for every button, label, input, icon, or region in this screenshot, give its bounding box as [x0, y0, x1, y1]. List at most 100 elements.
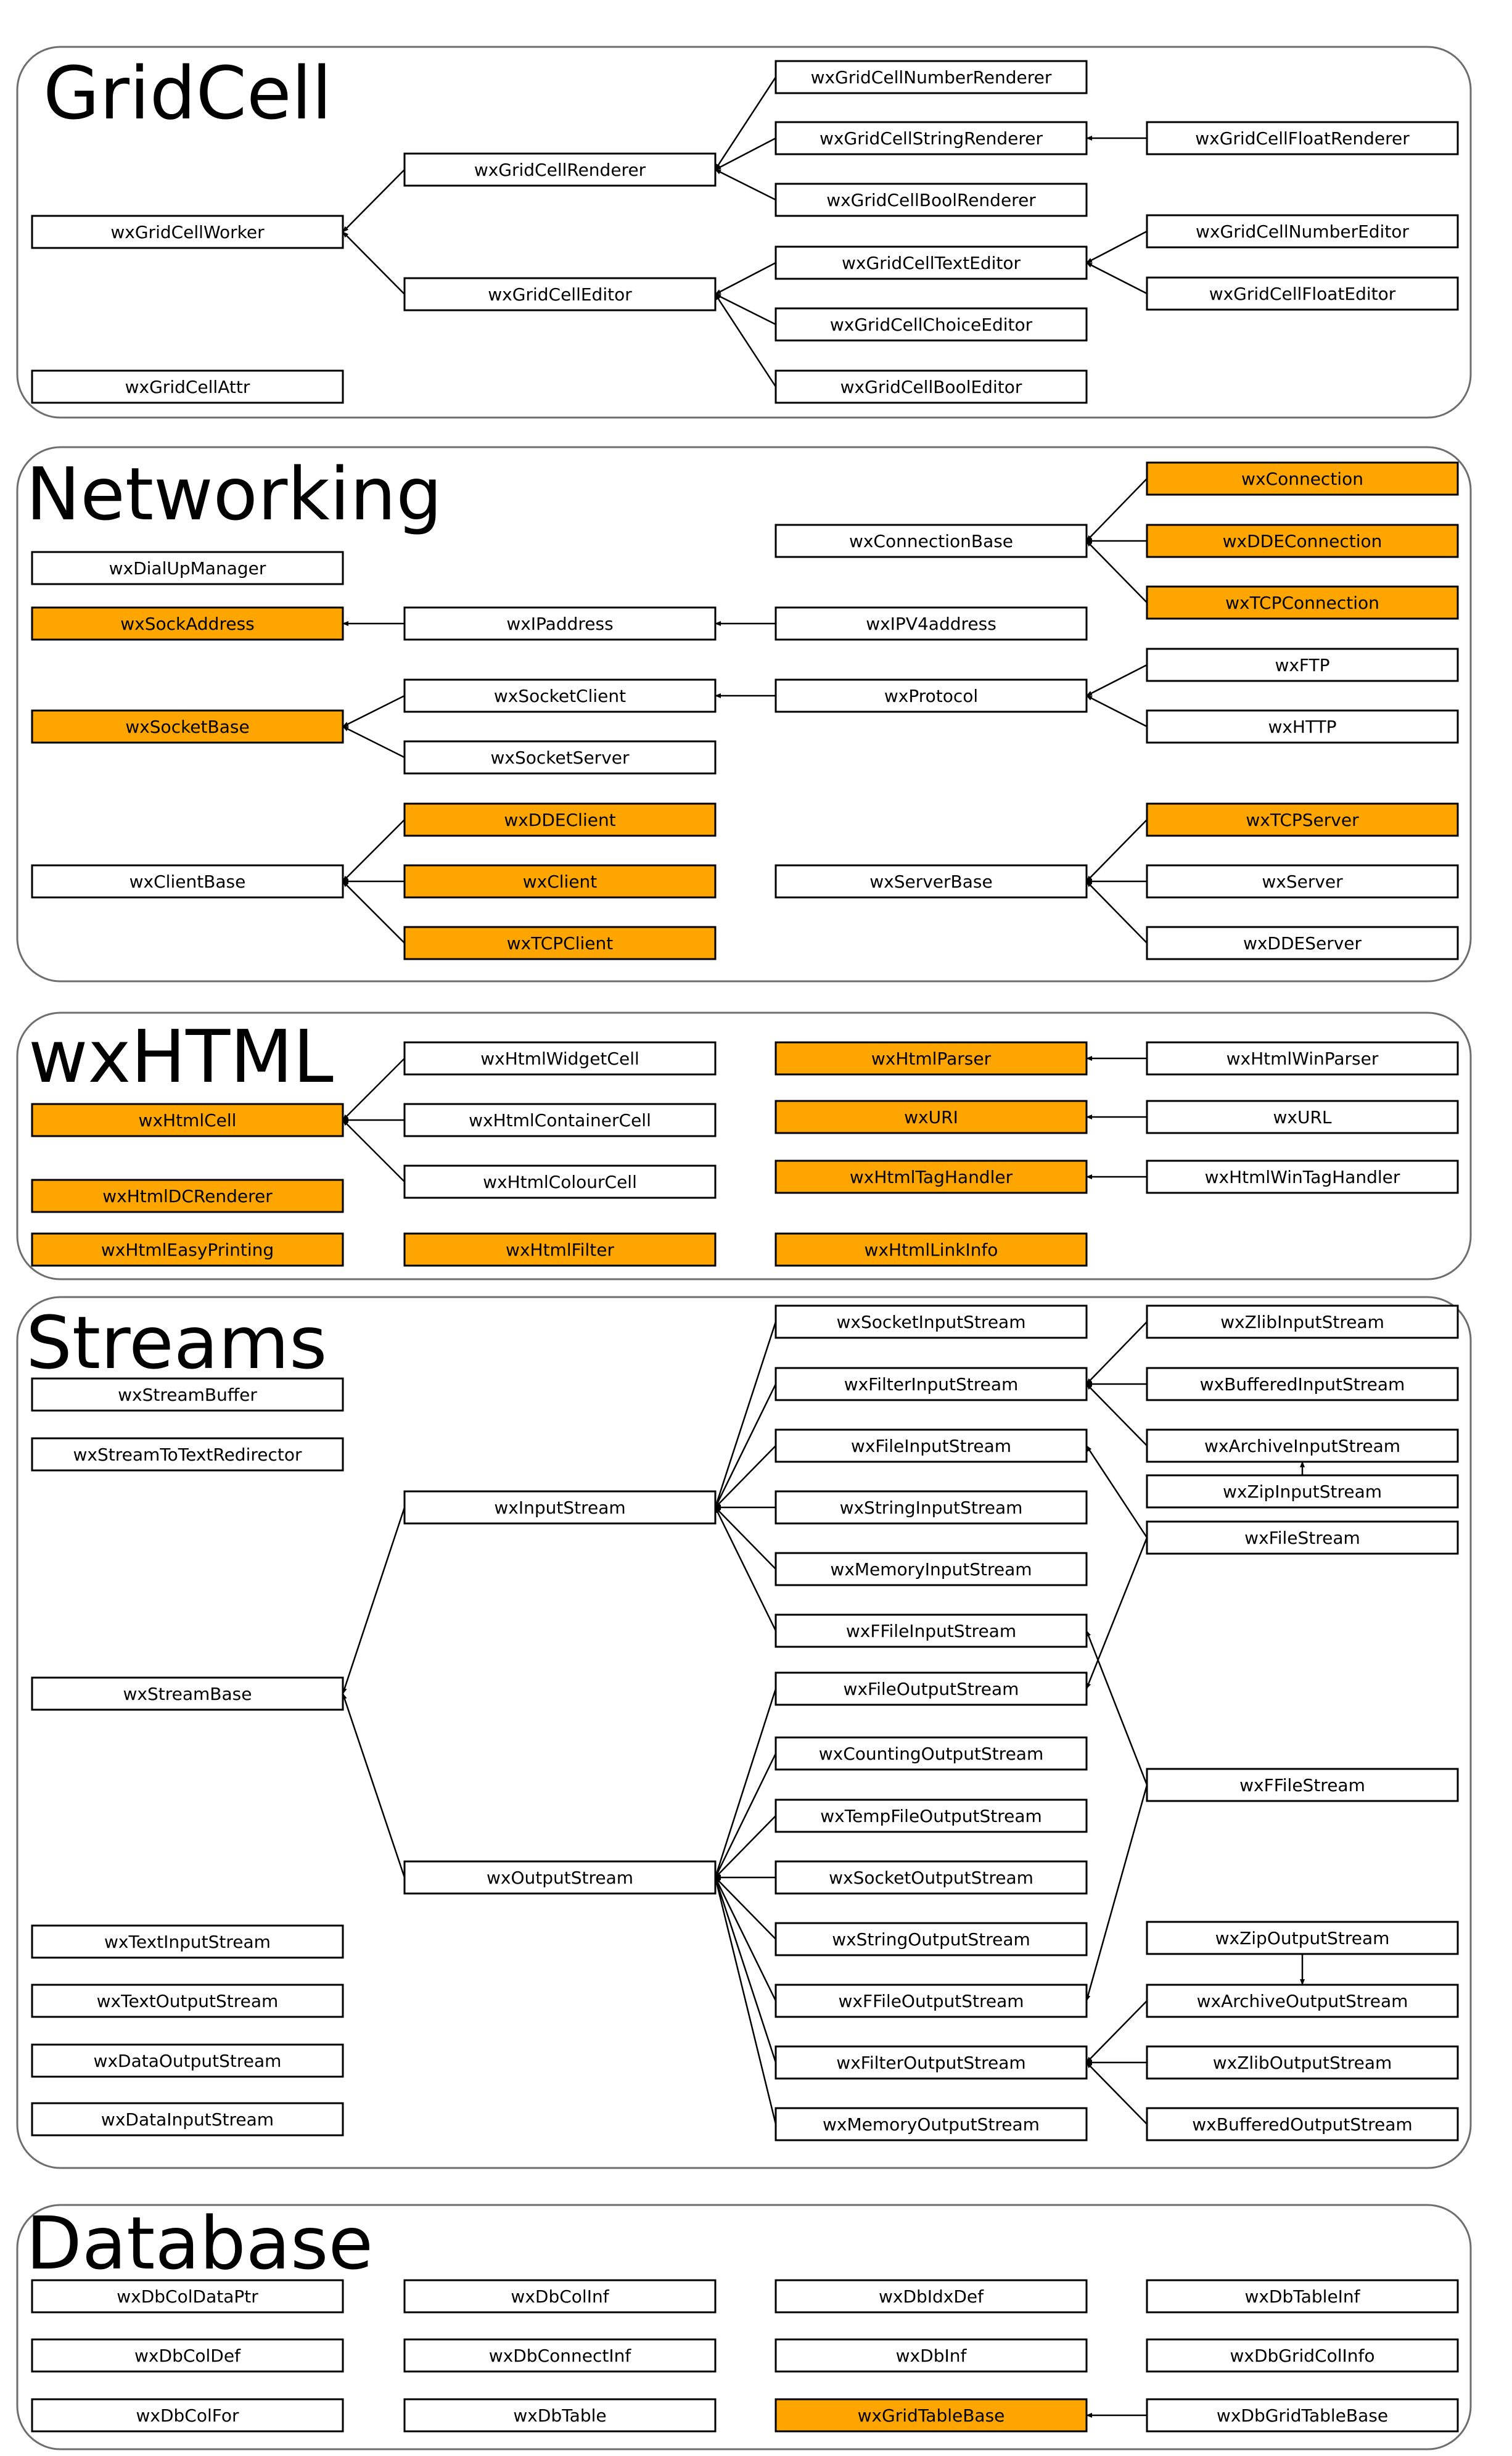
class-node-wx-f-file-input-stream[interactable]: wxFFileInputStream — [774, 1613, 1088, 1648]
class-node-wx-client[interactable]: wxClient — [403, 864, 717, 899]
class-node-wx-tcp-client[interactable]: wxTCPClient — [403, 926, 717, 960]
class-node-wx-uri[interactable]: wxURI — [774, 1100, 1088, 1134]
class-node-wx-filter-input-stream[interactable]: wxFilterInputStream — [774, 1367, 1088, 1401]
class-node-wx-db-col-def[interactable]: wxDbColDef — [31, 2338, 344, 2373]
class-node-wx-grid-cell-choice-editor[interactable]: wxGridCellChoiceEditor — [774, 307, 1088, 342]
class-node-wx-string-input-stream[interactable]: wxStringInputStream — [774, 1490, 1088, 1525]
class-node-wx-zip-input-stream[interactable]: wxZipInputStream — [1146, 1474, 1459, 1509]
class-node-wx-buffered-output-stream[interactable]: wxBufferedOutputStream — [1146, 2107, 1459, 2141]
class-node-wx-db-col-inf[interactable]: wxDbColInf — [403, 2279, 717, 2314]
class-node-wx-db-grid-col-info[interactable]: wxDbGridColInfo — [1146, 2338, 1459, 2373]
class-node-wx-ftp[interactable]: wxFTP — [1146, 648, 1459, 682]
class-node-box — [774, 60, 1088, 94]
class-node-wx-zlib-output-stream[interactable]: wxZlibOutputStream — [1146, 2045, 1459, 2080]
class-node-wx-text-input-stream[interactable]: wxTextInputStream — [31, 1924, 344, 1959]
class-node-wx-grid-cell-float-renderer[interactable]: wxGridCellFloatRenderer — [1146, 121, 1459, 155]
class-node-wx-socket-output-stream[interactable]: wxSocketOutputStream — [774, 1860, 1088, 1895]
section-title-networking: Networking — [26, 451, 442, 537]
class-node-wx-html-container-cell[interactable]: wxHtmlContainerCell — [403, 1103, 717, 1137]
class-node-wx-zlib-input-stream[interactable]: wxZlibInputStream — [1146, 1304, 1459, 1339]
class-node-wx-tcp-connection[interactable]: wxTCPConnection — [1146, 585, 1459, 620]
class-node-wx-server-base[interactable]: wxServerBase — [774, 864, 1088, 899]
class-node-wx-grid-cell-bool-editor[interactable]: wxGridCellBoolEditor — [774, 369, 1088, 404]
class-node-wx-memory-output-stream[interactable]: wxMemoryOutputStream — [774, 2107, 1088, 2141]
class-node-wx-server[interactable]: wxServer — [1146, 864, 1459, 899]
class-node-wx-html-parser[interactable]: wxHtmlParser — [774, 1041, 1088, 1076]
class-node-wx-counting-output-stream[interactable]: wxCountingOutputStream — [774, 1736, 1088, 1771]
class-node-wx-html-filter[interactable]: wxHtmlFilter — [403, 1232, 717, 1267]
class-node-box — [774, 606, 1088, 641]
class-node-wx-file-output-stream[interactable]: wxFileOutputStream — [774, 1671, 1088, 1706]
class-node-wx-dial-up-manager[interactable]: wxDialUpManager — [31, 551, 344, 585]
class-node-wx-stream-base[interactable]: wxStreamBase — [31, 1676, 344, 1711]
class-node-wx-dde-client[interactable]: wxDDEClient — [403, 802, 717, 837]
class-node-wx-ipv4address[interactable]: wxIPV4address — [774, 606, 1088, 641]
class-node-wx-html-widget-cell[interactable]: wxHtmlWidgetCell — [403, 1041, 717, 1076]
class-node-wx-html-win-parser[interactable]: wxHtmlWinParser — [1146, 1041, 1459, 1076]
class-node-wx-db-grid-table-base[interactable]: wxDbGridTableBase — [1146, 2398, 1459, 2433]
class-node-wx-file-stream[interactable]: wxFileStream — [1146, 1520, 1459, 1555]
class-node-wx-html-dc-renderer[interactable]: wxHtmlDCRenderer — [31, 1179, 344, 1213]
class-node-wx-buffered-input-stream[interactable]: wxBufferedInputStream — [1146, 1367, 1459, 1401]
class-node-wx-grid-cell-number-renderer[interactable]: wxGridCellNumberRenderer — [774, 60, 1088, 94]
class-node-wx-grid-table-base[interactable]: wxGridTableBase — [774, 2398, 1088, 2433]
class-node-wx-stream-to-text-redirector[interactable]: wxStreamToTextRedirector — [31, 1437, 344, 1472]
class-node-wx-grid-cell-attr[interactable]: wxGridCellAttr — [31, 369, 344, 404]
class-node-wx-temp-file-output-stream[interactable]: wxTempFileOutputStream — [774, 1799, 1088, 1833]
class-node-wx-connection[interactable]: wxConnection — [1146, 461, 1459, 496]
class-node-wx-input-stream[interactable]: wxInputStream — [403, 1490, 717, 1525]
section-panel-gridcell — [16, 46, 1472, 419]
edge-wx-grid-cell-text-editor-to-wx-grid-cell-editor — [715, 262, 776, 295]
class-node-wx-output-stream[interactable]: wxOutputStream — [403, 1860, 717, 1895]
class-node-wx-data-input-stream[interactable]: wxDataInputStream — [31, 2102, 344, 2137]
class-node-wx-html-win-tag-handler[interactable]: wxHtmlWinTagHandler — [1146, 1160, 1459, 1194]
class-node-wx-archive-output-stream[interactable]: wxArchiveOutputStream — [1146, 1984, 1459, 2018]
class-node-wx-db-col-data-ptr[interactable]: wxDbColDataPtr — [31, 2279, 344, 2314]
class-node-wx-html-colour-cell[interactable]: wxHtmlColourCell — [403, 1164, 717, 1199]
class-node-wx-url[interactable]: wxURL — [1146, 1100, 1459, 1134]
class-node-wx-data-output-stream[interactable]: wxDataOutputStream — [31, 2043, 344, 2078]
class-node-wx-stream-buffer[interactable]: wxStreamBuffer — [31, 1377, 344, 1412]
class-node-wx-grid-cell-bool-renderer[interactable]: wxGridCellBoolRenderer — [774, 183, 1088, 217]
class-node-wx-html-easy-printing[interactable]: wxHtmlEasyPrinting — [31, 1232, 344, 1267]
class-node-box — [403, 1860, 717, 1895]
class-node-wx-dde-server[interactable]: wxDDEServer — [1146, 926, 1459, 960]
class-node-wx-protocol[interactable]: wxProtocol — [774, 678, 1088, 713]
class-node-wx-grid-cell-editor[interactable]: wxGridCellEditor — [403, 277, 717, 311]
class-node-wx-archive-input-stream[interactable]: wxArchiveInputStream — [1146, 1428, 1459, 1463]
class-node-wx-grid-cell-worker[interactable]: wxGridCellWorker — [31, 215, 344, 249]
class-node-wx-grid-cell-number-editor[interactable]: wxGridCellNumberEditor — [1146, 214, 1459, 249]
class-node-wx-socket-client[interactable]: wxSocketClient — [403, 678, 717, 713]
class-node-wx-grid-cell-string-renderer[interactable]: wxGridCellStringRenderer — [774, 121, 1088, 155]
class-node-wx-i-paddress[interactable]: wxIPaddress — [403, 606, 717, 641]
class-node-wx-grid-cell-renderer[interactable]: wxGridCellRenderer — [403, 152, 717, 187]
class-node-wx-client-base[interactable]: wxClientBase — [31, 864, 344, 899]
class-node-wx-http[interactable]: wxHTTP — [1146, 709, 1459, 744]
class-node-wx-string-output-stream[interactable]: wxStringOutputStream — [774, 1922, 1088, 1956]
class-node-wx-db-idx-def[interactable]: wxDbIdxDef — [774, 2279, 1088, 2314]
class-node-wx-text-output-stream[interactable]: wxTextOutputStream — [31, 1984, 344, 2018]
class-node-wx-socket-input-stream[interactable]: wxSocketInputStream — [774, 1304, 1088, 1339]
class-node-wx-connection-base[interactable]: wxConnectionBase — [774, 524, 1088, 558]
class-node-wx-filter-output-stream[interactable]: wxFilterOutputStream — [774, 2045, 1088, 2080]
class-node-wx-html-cell[interactable]: wxHtmlCell — [31, 1103, 344, 1137]
class-node-wx-zip-output-stream[interactable]: wxZipOutputStream — [1146, 1921, 1459, 1955]
class-node-wx-socket-server[interactable]: wxSocketServer — [403, 740, 717, 775]
class-node-wx-file-input-stream[interactable]: wxFileInputStream — [774, 1428, 1088, 1463]
class-node-wx-db-inf[interactable]: wxDbInf — [774, 2338, 1088, 2373]
class-node-wx-memory-input-stream[interactable]: wxMemoryInputStream — [774, 1552, 1088, 1586]
class-node-wx-html-tag-handler[interactable]: wxHtmlTagHandler — [774, 1160, 1088, 1194]
class-node-wx-f-file-output-stream[interactable]: wxFFileOutputStream — [774, 1984, 1088, 2018]
class-node-wx-grid-cell-text-editor[interactable]: wxGridCellTextEditor — [774, 245, 1088, 280]
class-node-wx-tcp-server[interactable]: wxTCPServer — [1146, 802, 1459, 837]
class-node-wx-db-table[interactable]: wxDbTable — [403, 2398, 717, 2433]
class-node-wx-dde-connection[interactable]: wxDDEConnection — [1146, 524, 1459, 558]
class-node-wx-db-table-inf[interactable]: wxDbTableInf — [1146, 2279, 1459, 2314]
class-node-wx-socket-base[interactable]: wxSocketBase — [31, 709, 344, 744]
class-node-wx-sock-address[interactable]: wxSockAddress — [31, 606, 344, 641]
class-node-wx-html-link-info[interactable]: wxHtmlLinkInfo — [774, 1232, 1088, 1267]
class-node-wx-db-connect-inf[interactable]: wxDbConnectInf — [403, 2338, 717, 2373]
class-node-wx-db-col-for[interactable]: wxDbColFor — [31, 2398, 344, 2433]
class-node-wx-f-file-stream[interactable]: wxFFileStream — [1146, 1768, 1459, 1802]
class-node-wx-grid-cell-float-editor[interactable]: wxGridCellFloatEditor — [1146, 276, 1459, 311]
